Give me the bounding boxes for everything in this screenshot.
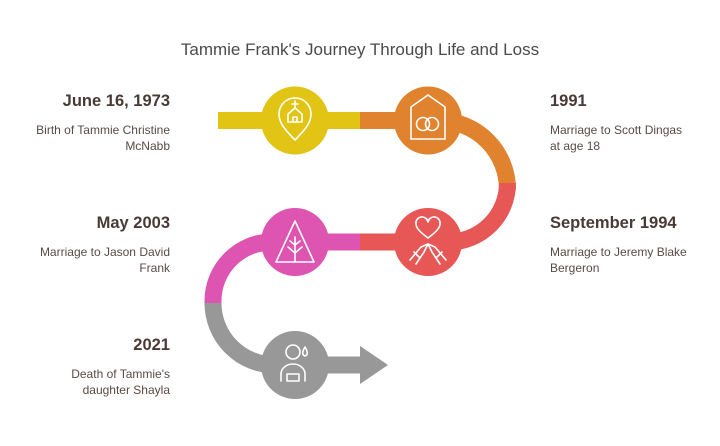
church-location-pin-icon [278,97,312,141]
event-date-1991: 1991 [550,92,587,110]
event-date-2021: 2021 [133,336,170,354]
event-desc-line: McNabb [125,139,170,153]
house-rings-icon [410,94,446,140]
circle-node-2021 [261,331,329,399]
grieving-person-icon [280,344,309,382]
event-desc-line: Marriage to Jeremy Blake [550,245,687,259]
event-desc-2021: Death of Tammie's daughter Shayla [71,366,170,398]
event-date-1994: September 1994 [550,214,677,232]
event-desc-line: Death of Tammie's [71,367,170,381]
event-desc-line: Marriage to Scott Dingas [550,123,683,137]
event-desc-line: Bergeron [550,261,600,275]
diagram-title: Tammie Frank's Journey Through Life and … [180,40,540,59]
event-date-1973: June 16, 1973 [62,92,170,110]
event-desc-line: Frank [139,261,170,275]
event-desc-1994: Marriage to Jeremy Blake Bergeron [550,244,687,276]
event-date-2003: May 2003 [96,214,170,232]
event-desc-line: Marriage to Jason David [39,245,170,259]
event-desc-line: daughter Shayla [82,383,170,397]
tent-tree-icon [275,220,315,263]
event-desc-1991: Marriage to Scott Dingas at age 18 [550,122,682,154]
heart-hands-icon [409,216,447,265]
circle-node-1994 [394,208,462,276]
event-desc-1973: Birth of Tammie Christine McNabb [36,122,170,154]
circle-node-1973 [261,86,329,155]
event-desc-line: Birth of Tammie Christine [36,123,170,137]
event-desc-line: at age 18 [550,139,601,153]
event-desc-2003: Marriage to Jason David Frank [40,244,170,276]
arrow-head [360,346,388,384]
